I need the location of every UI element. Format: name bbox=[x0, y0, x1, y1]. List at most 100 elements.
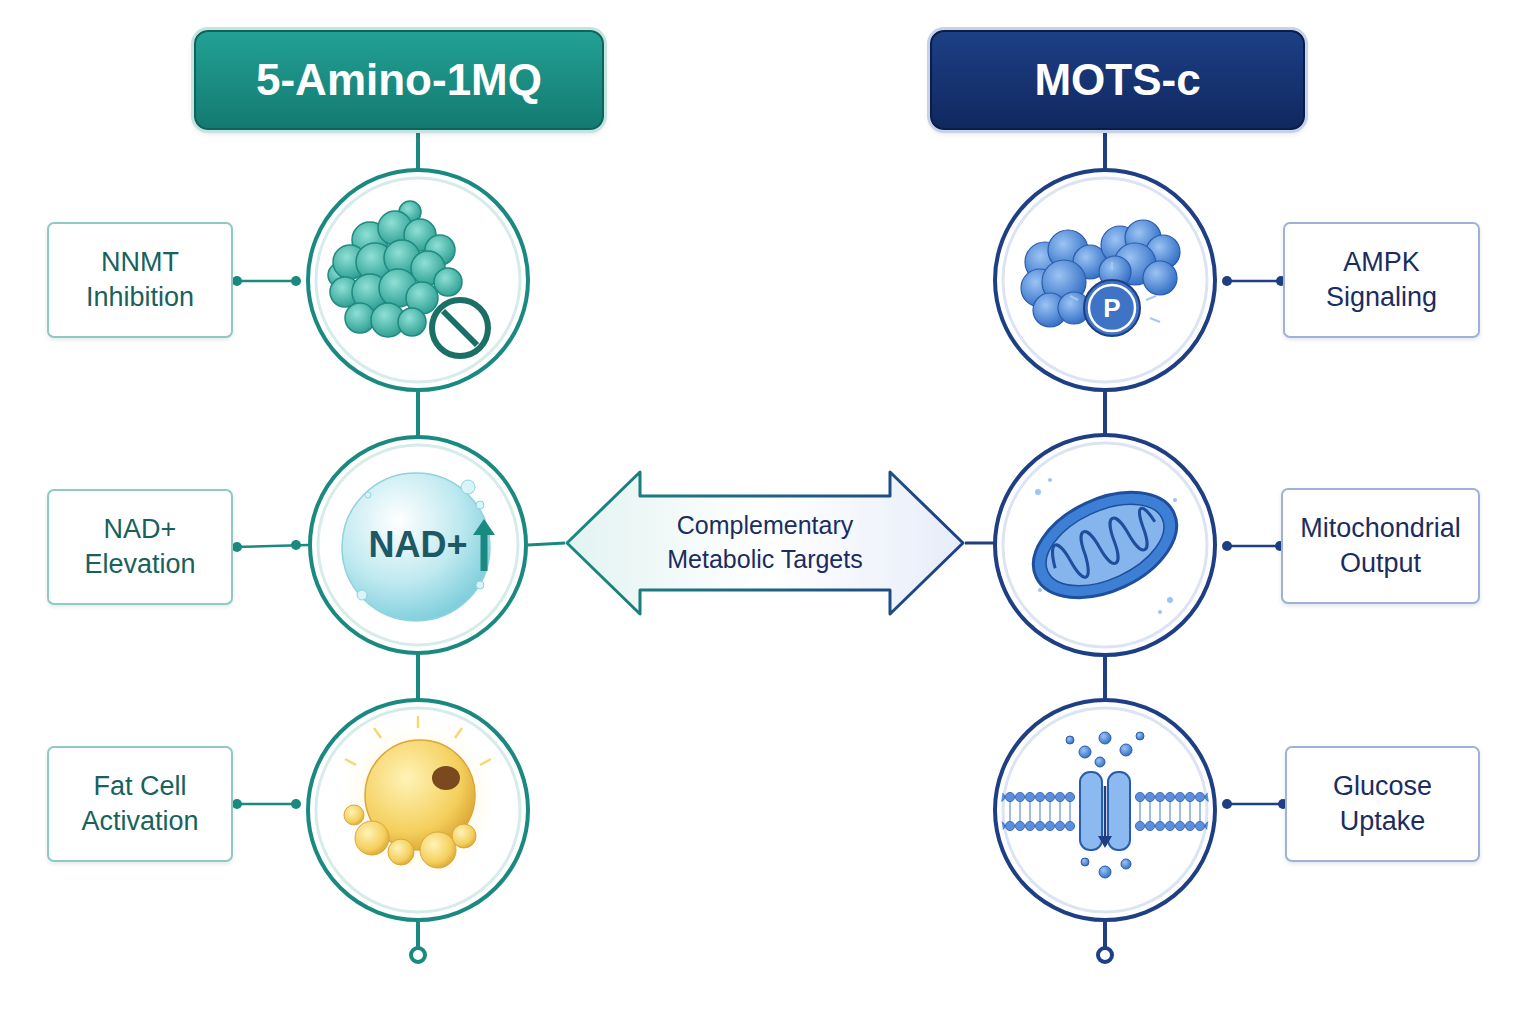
fat-cell-icon bbox=[345, 759, 356, 765]
membrane-icon bbox=[1169, 800, 1171, 823]
mitochondrion-icon bbox=[1035, 489, 1041, 495]
membrane-icon bbox=[1081, 858, 1089, 866]
label-box: Fat Cell Activation bbox=[47, 746, 233, 862]
membrane-icon bbox=[1195, 821, 1204, 830]
membrane-icon bbox=[1035, 821, 1044, 830]
mitochondrion-icon bbox=[1034, 488, 1177, 603]
membrane-icon bbox=[1215, 821, 1224, 830]
circle-outline bbox=[481, 533, 488, 571]
membrane-icon bbox=[1195, 792, 1204, 801]
node-text: 5-Amino-1MQ bbox=[256, 55, 542, 105]
text-area: NAD+ bbox=[308, 435, 528, 655]
membrane-icon bbox=[1015, 821, 1024, 830]
membrane-icon bbox=[1080, 772, 1102, 850]
ban-symbol bbox=[432, 300, 488, 356]
circle-outline bbox=[476, 581, 484, 589]
mitochondrion-icon bbox=[1046, 503, 1163, 588]
leader-line bbox=[232, 276, 242, 286]
membrane-icon bbox=[1199, 800, 1201, 823]
membrane-icon bbox=[985, 792, 994, 801]
ampk-icon bbox=[1089, 285, 1135, 331]
membrane-icon bbox=[1139, 800, 1141, 823]
text-area: NAD+ Elevation bbox=[49, 491, 231, 603]
node-text: AMPK Signaling bbox=[1295, 245, 1468, 315]
fat-cell-icon bbox=[374, 728, 381, 738]
leader-line bbox=[237, 803, 296, 806]
membrane-icon bbox=[1045, 821, 1054, 830]
membrane-icon bbox=[1136, 732, 1144, 740]
protein-icon bbox=[434, 268, 462, 296]
leader-line bbox=[1227, 280, 1283, 283]
membrane-icon bbox=[1098, 836, 1112, 848]
fat-cell-icon bbox=[420, 832, 456, 868]
icon-circle bbox=[308, 700, 528, 920]
fat-cell-icon bbox=[340, 722, 496, 878]
membrane-icon bbox=[1065, 821, 1074, 830]
node-text: NAD+ Elevation bbox=[59, 512, 221, 582]
membrane-icon bbox=[989, 800, 991, 823]
membrane-icon bbox=[1209, 800, 1211, 823]
membrane-icon bbox=[1205, 792, 1214, 801]
leader-line bbox=[1222, 541, 1232, 551]
icon-circle bbox=[316, 178, 520, 382]
leader-line bbox=[965, 542, 995, 545]
membrane-icon bbox=[1135, 792, 1144, 801]
fat-cell-icon bbox=[344, 805, 476, 868]
label-box: NNMT Inhibition bbox=[47, 222, 233, 338]
membrane-icon bbox=[1005, 821, 1014, 830]
membrane-icon bbox=[985, 732, 1224, 878]
membrane-icon bbox=[1165, 821, 1174, 830]
mitochondrion-icon bbox=[1038, 588, 1042, 592]
membrane-icon bbox=[999, 800, 1001, 823]
leader-line bbox=[1222, 276, 1232, 286]
membrane-icon bbox=[1121, 859, 1131, 869]
text-area: Glucose Uptake bbox=[1287, 748, 1478, 860]
membrane-icon bbox=[1219, 800, 1221, 823]
label-box: AMPK Signaling bbox=[1283, 222, 1480, 338]
fat-cell-icon bbox=[417, 716, 420, 728]
circle-outline bbox=[461, 480, 475, 494]
text-area: AMPK Signaling bbox=[1285, 224, 1478, 336]
leader-line bbox=[291, 799, 301, 809]
ampk-icon bbox=[1084, 280, 1140, 336]
membrane-icon bbox=[1185, 821, 1194, 830]
fat-cell-icon bbox=[455, 728, 462, 738]
mitochondrion-icon bbox=[1173, 498, 1177, 502]
title-box: 5-Amino-1MQ bbox=[194, 30, 604, 130]
icon-circle bbox=[1003, 708, 1207, 912]
membrane-icon bbox=[1159, 800, 1161, 823]
connector-layer bbox=[232, 542, 242, 552]
membrane-icon bbox=[1215, 792, 1224, 801]
label-box: Mitochondrial Output bbox=[1281, 488, 1480, 604]
membrane-icon bbox=[1029, 800, 1031, 823]
circle-outline bbox=[357, 590, 367, 600]
membrane-icon bbox=[1019, 800, 1021, 823]
text-area: MOTS-c bbox=[932, 32, 1303, 128]
mitochondrion-icon bbox=[1167, 597, 1173, 603]
membrane-icon bbox=[1079, 746, 1091, 758]
membrane-icon bbox=[1009, 800, 1011, 823]
icon-circle bbox=[1003, 443, 1207, 647]
protein-icon bbox=[398, 308, 426, 336]
membrane-icon bbox=[1155, 821, 1164, 830]
icon-circle bbox=[995, 700, 1215, 920]
membrane-icon bbox=[1149, 800, 1151, 823]
fat-cell-icon bbox=[340, 716, 496, 878]
nad-circle: NAD+ bbox=[308, 435, 528, 655]
text-area: Mitochondrial Output bbox=[1283, 490, 1478, 602]
membrane-icon bbox=[1015, 792, 1024, 801]
ampk-icon bbox=[1146, 296, 1156, 300]
membrane-icon bbox=[1145, 792, 1154, 801]
membrane-icon bbox=[1155, 792, 1164, 801]
connector bbox=[528, 543, 565, 545]
text-area: 5-Amino-1MQ bbox=[196, 32, 602, 128]
membrane-icon bbox=[1205, 821, 1214, 830]
fat-cell-icon bbox=[480, 759, 491, 765]
icon-circle bbox=[316, 708, 520, 912]
ampk-icon bbox=[1150, 318, 1160, 322]
fat-cell-icon bbox=[388, 839, 414, 865]
membrane-icon bbox=[1120, 744, 1132, 756]
label-box: NAD+ Elevation bbox=[47, 489, 233, 605]
